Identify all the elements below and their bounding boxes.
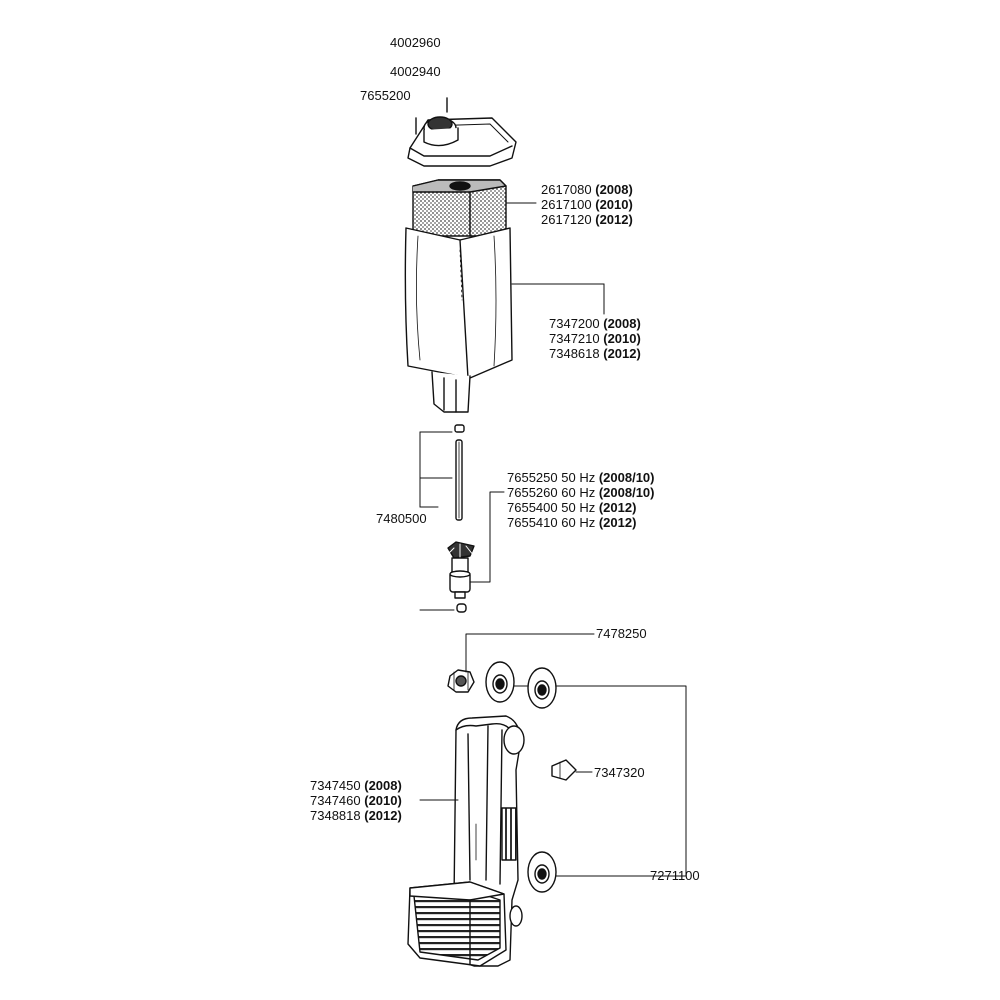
part-number: 7347460 [310,793,361,808]
frequency: 50 Hz [561,500,596,515]
model-year: (2012) [598,500,637,515]
part-number-cap: 7655200 [360,88,411,103]
housing-line: 7347200 (2008) [549,316,641,331]
part-number-4002960: 4002960 [390,35,441,50]
impeller-line: 7655250 50 Hz (2008/10) [507,470,655,485]
impeller-part [419,491,505,613]
model-year: (2008/10) [598,485,655,500]
suction-cup-3 [527,851,557,893]
frequency: 60 Hz [561,485,596,500]
model-year: (2012) [595,212,633,227]
suction-cup-2 [527,667,557,709]
sponge-part-numbers: 2617080 (2008) 2617100 (2010) 2617120 (2… [541,182,633,227]
part-number: 2617080 [541,182,592,197]
pump-line: 7347460 (2010) [310,793,402,808]
part-number: 7347210 [549,331,600,346]
sponge-line: 2617100 (2010) [541,197,633,212]
connector-part [447,633,595,693]
part-number: 7655260 [507,485,558,500]
model-year: (2010) [364,793,402,808]
frequency: 60 Hz [561,515,596,530]
housing-part-numbers: 7347200 (2008) 7347210 (2010) 7348618 (2… [549,316,641,361]
filter-housing-part [404,227,605,413]
pump-part-numbers: 7347450 (2008) 7347460 (2010) 7348818 (2… [310,778,402,823]
part-number: 2617120 [541,212,592,227]
clip-part [551,759,593,781]
pump-line: 7347450 (2008) [310,778,402,793]
part-number: 7348818 [310,808,361,823]
model-year: (2008) [595,182,633,197]
sponge-line: 2617080 (2008) [541,182,633,197]
part-number-suction-cups: 7271100 [650,868,700,883]
part-number: 7347200 [549,316,600,331]
foam-sponge-part [412,179,537,237]
part-number-shaft: 7480500 [376,511,427,526]
pump-line: 7348818 (2012) [310,808,402,823]
housing-line: 7348618 (2012) [549,346,641,361]
part-number: 2617100 [541,197,592,212]
part-number: 7655250 [507,470,558,485]
part-number: 7347450 [310,778,361,793]
housing-line: 7347210 (2010) [549,331,641,346]
part-number: 7655400 [507,500,558,515]
pump-body-part [407,715,525,967]
suction-cup-1 [485,661,515,703]
model-year: (2012) [598,515,637,530]
outlet-cap-part [407,97,517,167]
part-number: 7348618 [549,346,600,361]
impeller-line: 7655400 50 Hz (2012) [507,500,655,515]
sponge-line: 2617120 (2012) [541,212,633,227]
model-year: (2010) [603,331,641,346]
model-year: (2012) [364,808,402,823]
impeller-line: 7655410 60 Hz (2012) [507,515,655,530]
part-number-connector: 7478250 [596,626,647,641]
part-number-4002940: 4002940 [390,64,441,79]
impeller-part-numbers: 7655250 50 Hz (2008/10) 7655260 60 Hz (2… [507,470,655,530]
part-number: 7655410 [507,515,558,530]
model-year: (2008) [603,316,641,331]
model-year: (2008/10) [598,470,655,485]
model-year: (2010) [595,197,633,212]
impeller-line: 7655260 60 Hz (2008/10) [507,485,655,500]
frequency: 50 Hz [561,470,596,485]
shaft-part [419,424,465,521]
part-number-clip: 7347320 [594,765,645,780]
model-year: (2008) [364,778,402,793]
model-year: (2012) [603,346,641,361]
